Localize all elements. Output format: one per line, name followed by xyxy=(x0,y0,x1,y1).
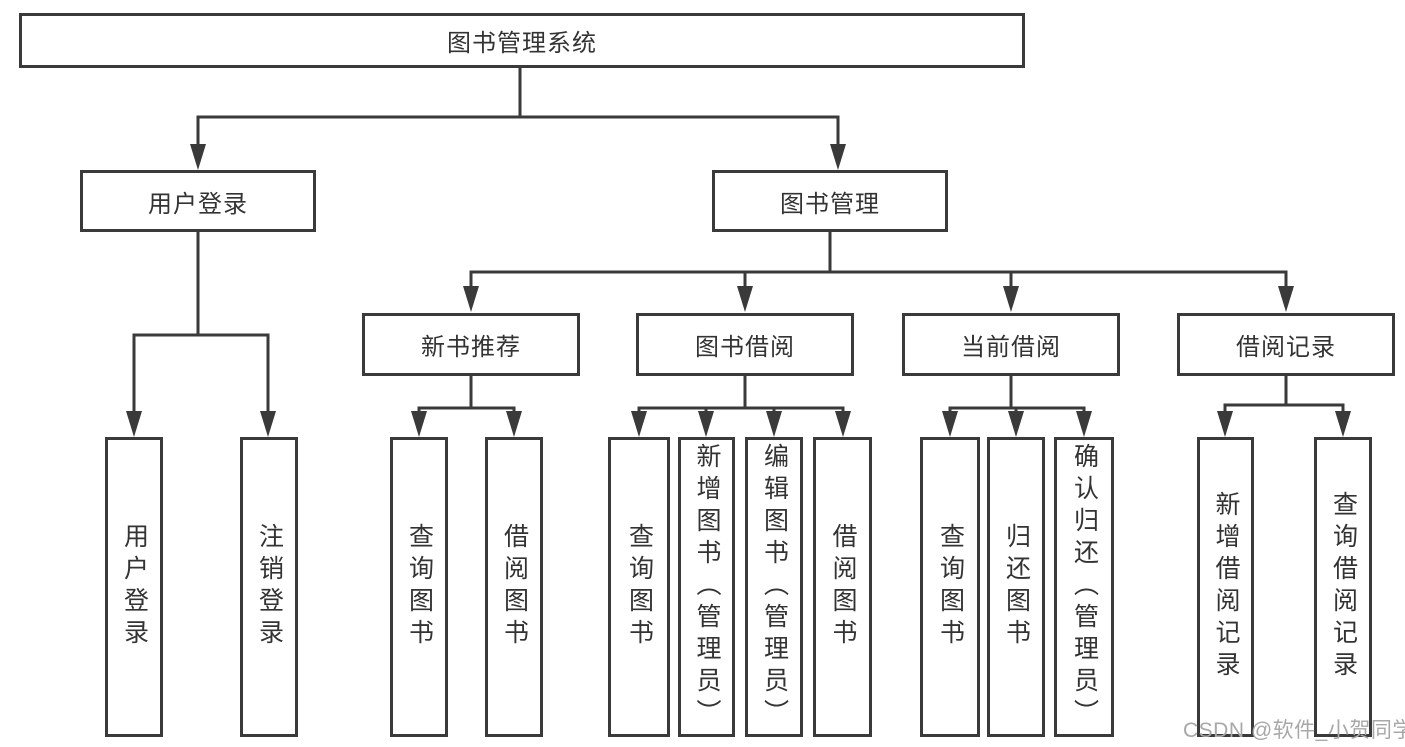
node-library-system: 图书管理系统 xyxy=(19,13,1025,68)
leaf-current-confirm-return-admin: 确认归还（管理员） xyxy=(1054,437,1114,737)
node-library-system-label: 图书管理系统 xyxy=(447,30,597,57)
leaf-borrow-edit-books-admin: 编辑图书（管理员） xyxy=(745,437,803,737)
leaf-borrow-add-books-admin-label: 新增图书（管理员） xyxy=(693,443,721,731)
leaf-current-query-books: 查询图书 xyxy=(920,437,980,737)
leaf-recommend-query-books-label: 查询图书 xyxy=(405,523,434,651)
node-current-borrow: 当前借阅 xyxy=(902,313,1120,376)
arrowhead-icons xyxy=(126,144,1351,437)
leaf-borrow-query-books-label: 查询图书 xyxy=(625,523,654,651)
leaf-borrow-borrow-books: 借阅图书 xyxy=(813,437,872,737)
leaf-recommend-query-books: 查询图书 xyxy=(390,437,448,737)
node-book-management: 图书管理 xyxy=(712,170,948,232)
leaf-recommend-borrow-books: 借阅图书 xyxy=(485,437,543,737)
node-book-borrow: 图书借阅 xyxy=(636,313,854,376)
leaf-records-add-record: 新增借阅记录 xyxy=(1197,437,1254,737)
leaf-logout-label: 注销登录 xyxy=(255,523,284,651)
leaf-records-query-record-label: 查询借阅记录 xyxy=(1329,491,1358,683)
leaf-borrow-edit-books-admin-label: 编辑图书（管理员） xyxy=(760,443,789,731)
leaf-current-confirm-return-admin-label: 确认归还（管理员） xyxy=(1070,443,1099,731)
node-current-borrow-label: 当前借阅 xyxy=(961,334,1061,361)
leaf-records-query-record: 查询借阅记录 xyxy=(1314,437,1372,737)
node-new-book-recommend: 新书推荐 xyxy=(362,313,580,376)
node-borrow-records: 借阅记录 xyxy=(1177,313,1395,376)
leaf-borrow-query-books: 查询图书 xyxy=(608,437,670,737)
leaf-current-query-books-label: 查询图书 xyxy=(936,523,965,651)
leaf-user-login: 用户登录 xyxy=(105,437,163,737)
leaf-current-return-books-label: 归还图书 xyxy=(1002,523,1031,651)
connector-stems xyxy=(132,68,1345,412)
leaf-current-return-books: 归还图书 xyxy=(987,437,1045,737)
node-book-management-label: 图书管理 xyxy=(780,190,880,218)
leaf-user-login-label: 用户登录 xyxy=(120,523,149,651)
leaf-borrow-add-books-admin: 新增图书（管理员） xyxy=(678,437,735,737)
node-user-login-label: 用户登录 xyxy=(148,190,248,218)
node-new-book-recommend-label: 新书推荐 xyxy=(421,334,521,361)
leaf-borrow-borrow-books-label: 借阅图书 xyxy=(829,523,857,651)
node-borrow-records-label: 借阅记录 xyxy=(1236,334,1336,361)
node-user-login: 用户登录 xyxy=(80,170,316,232)
leaf-recommend-borrow-books-label: 借阅图书 xyxy=(500,523,529,651)
leaf-logout: 注销登录 xyxy=(240,437,298,737)
leaf-records-add-record-label: 新增借阅记录 xyxy=(1212,491,1240,683)
csdn-watermark: CSDN @软件_小贺同学 xyxy=(1183,719,1405,742)
node-book-borrow-label: 图书借阅 xyxy=(695,334,795,361)
